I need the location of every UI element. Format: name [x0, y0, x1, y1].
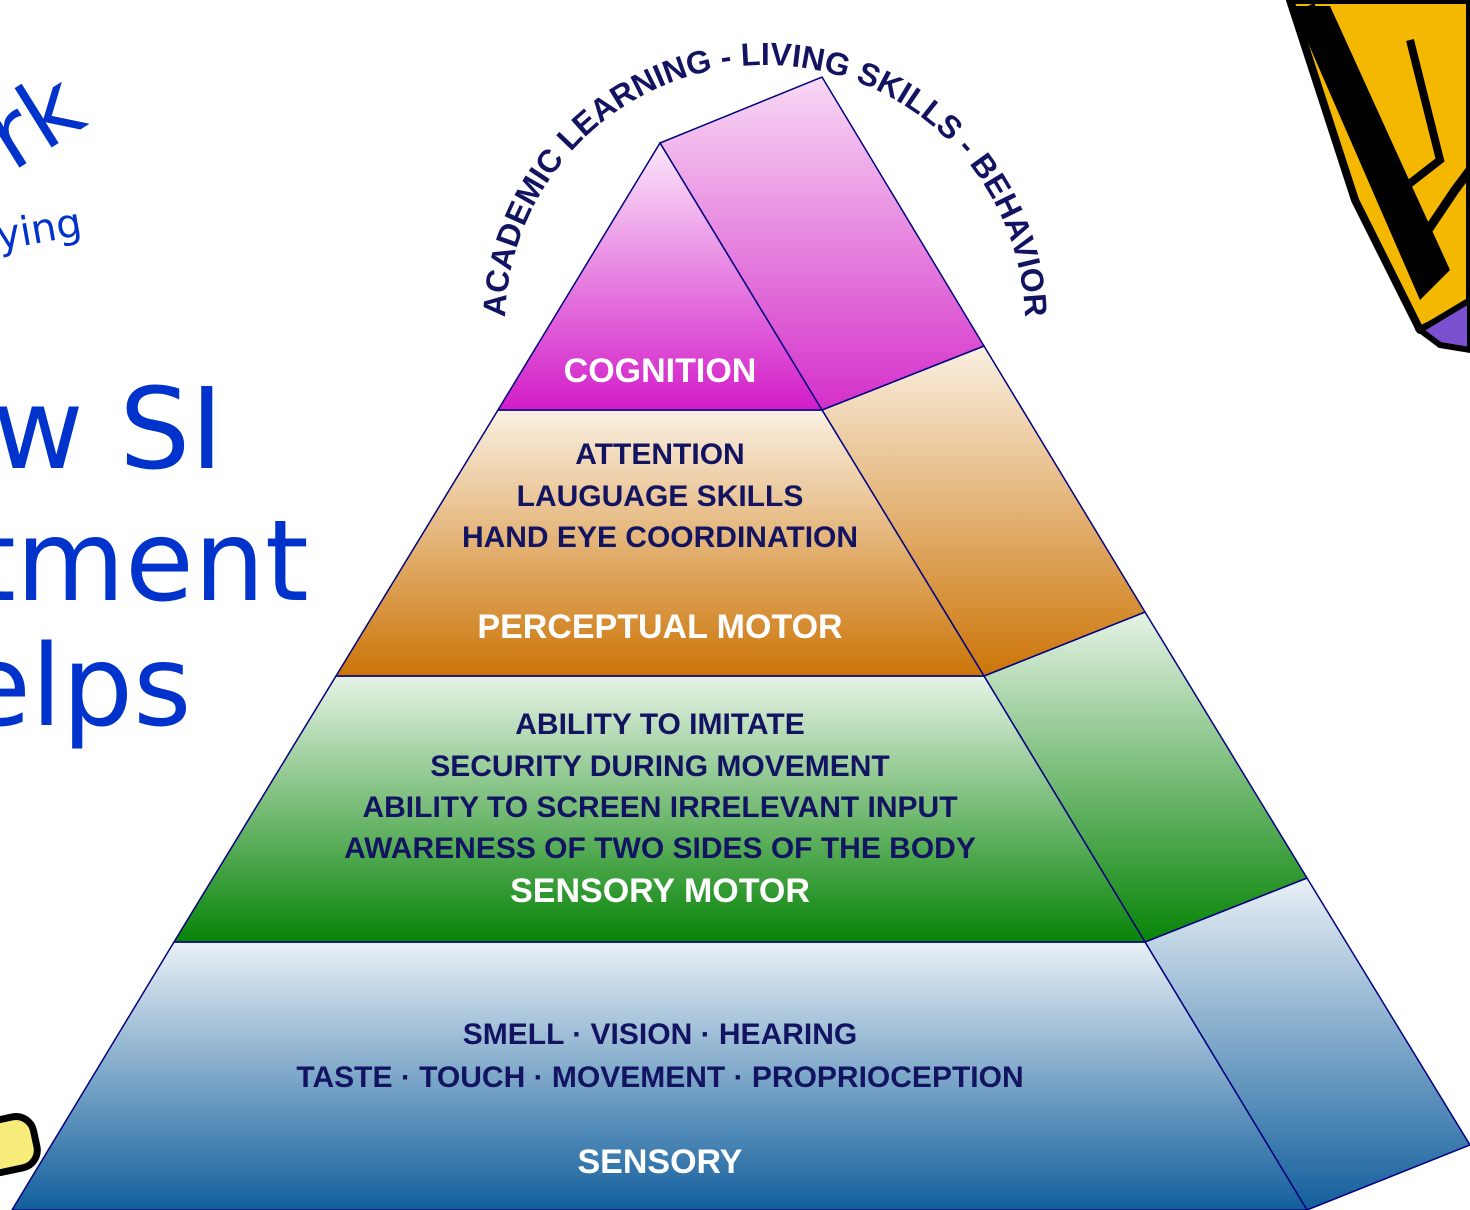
eraser-icon	[0, 1113, 41, 1177]
title-line-3: elps	[0, 622, 191, 752]
slide-left-text: rk ying w SI tment elps	[0, 51, 309, 752]
pyramid	[11, 76, 1470, 1210]
cognition-front-face	[496, 141, 824, 411]
sensory-motor-item: SECURITY DURING MOVEMENT	[430, 750, 889, 783]
logo-fragment: rk	[0, 51, 102, 190]
sensory-label: SENSORY	[577, 1143, 742, 1181]
sensory-item: TASTE · TOUCH · MOVEMENT · PROPRIOCEPTIO…	[296, 1061, 1023, 1094]
perceptual-item: HAND EYE COORDINATION	[462, 521, 858, 554]
pyramid-labels: COGNITION ATTENTION LAUGUAGE SKILLS HAND…	[296, 352, 1023, 1181]
title-line-1: w SI	[0, 365, 223, 495]
perceptual-item: ATTENTION	[575, 438, 744, 471]
sensory-motor-item: ABILITY TO SCREEN IRRELEVANT INPUT	[362, 791, 957, 824]
sensory-motor-label: SENSORY MOTOR	[510, 872, 810, 910]
perceptual-item: LAUGUAGE SKILLS	[517, 480, 804, 513]
pencil-icon	[1286, 0, 1470, 354]
sensory-item: SMELL · VISION · HEARING	[463, 1018, 857, 1051]
sensory-motor-item: AWARENESS OF TWO SIDES OF THE BODY	[344, 832, 976, 865]
perceptual-label: PERCEPTUAL MOTOR	[477, 608, 842, 646]
cognition-label: COGNITION	[564, 352, 757, 390]
subtitle-fragment: ying	[0, 200, 85, 260]
sensory-motor-item: ABILITY TO IMITATE	[515, 708, 804, 741]
title-line-2: tment	[0, 497, 309, 627]
